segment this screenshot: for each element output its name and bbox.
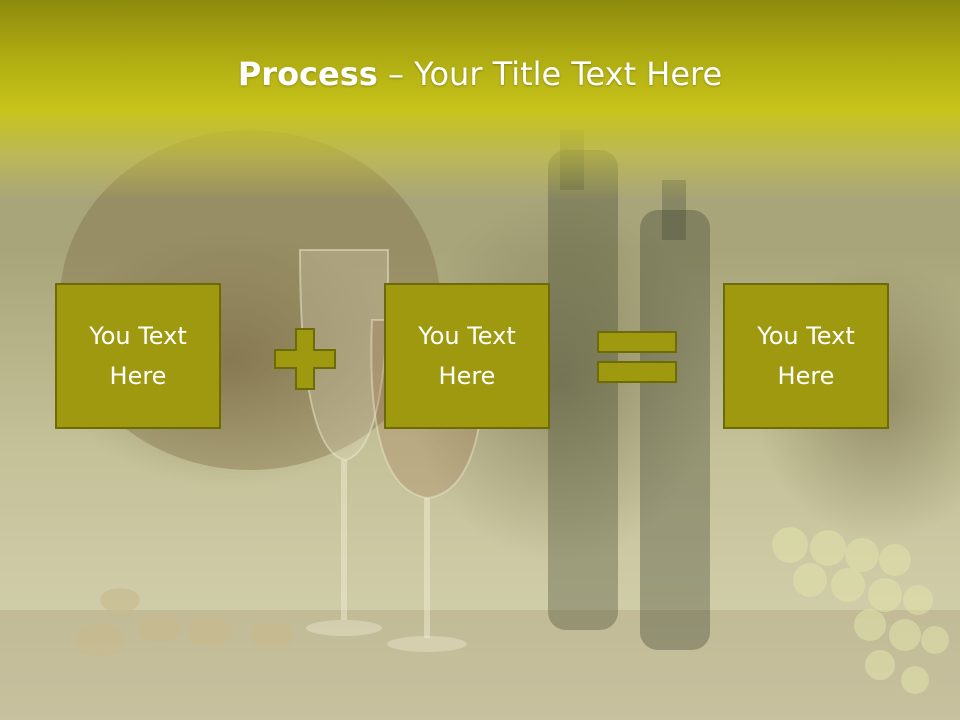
process-box-1[interactable]: You Text Here bbox=[55, 283, 221, 429]
title-banner bbox=[0, 0, 960, 200]
process-box-1-label: You Text Here bbox=[89, 322, 187, 390]
title-rest: – Your Title Text Here bbox=[377, 55, 723, 93]
process-box-2-label: You Text Here bbox=[418, 322, 516, 390]
process-box-3-label: You Text Here bbox=[757, 322, 855, 390]
slide-title: Process – Your Title Text Here bbox=[0, 52, 960, 96]
equals-icon bbox=[597, 331, 677, 389]
plus-icon bbox=[274, 328, 336, 394]
process-box-3[interactable]: You Text Here bbox=[723, 283, 889, 429]
process-box-2[interactable]: You Text Here bbox=[384, 283, 550, 429]
title-bold: Process bbox=[237, 55, 378, 93]
